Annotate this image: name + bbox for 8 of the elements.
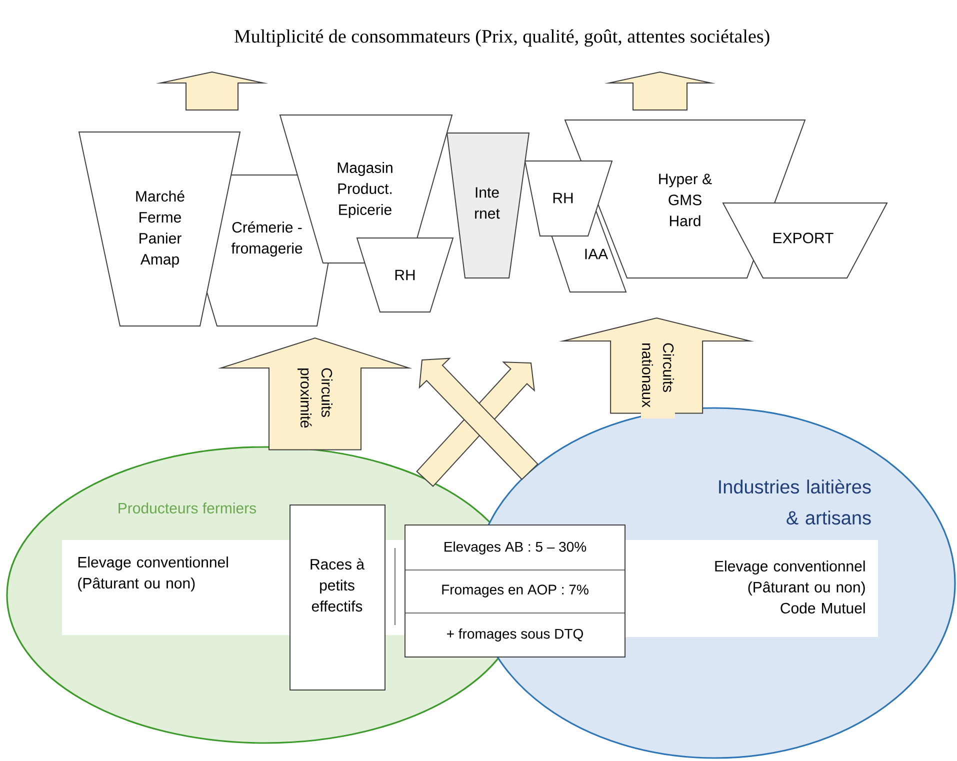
table-box: Elevages AB : 5 – 30% Fromages en AOP : 7% + fromages sous DTQ <box>404 524 626 658</box>
edge-label: Circuits nationaux <box>641 342 676 418</box>
text-box: Races à petits effectifs <box>290 504 386 690</box>
title: Multiplicité de consommateurs (Prix, qualité, goût, attentes sociétales) <box>234 29 770 47</box>
text-band: Elevage conventionnel (Pâturant ou non) Code Mutuel <box>625 540 878 637</box>
node-label: Elevage conventionnel (Pâturant ou non) <box>78 556 228 592</box>
node-label: Elevage conventionnel (Pâturant ou non) Code Mutuel <box>715 560 865 614</box>
edge-label: Circuits proximité <box>296 366 334 444</box>
